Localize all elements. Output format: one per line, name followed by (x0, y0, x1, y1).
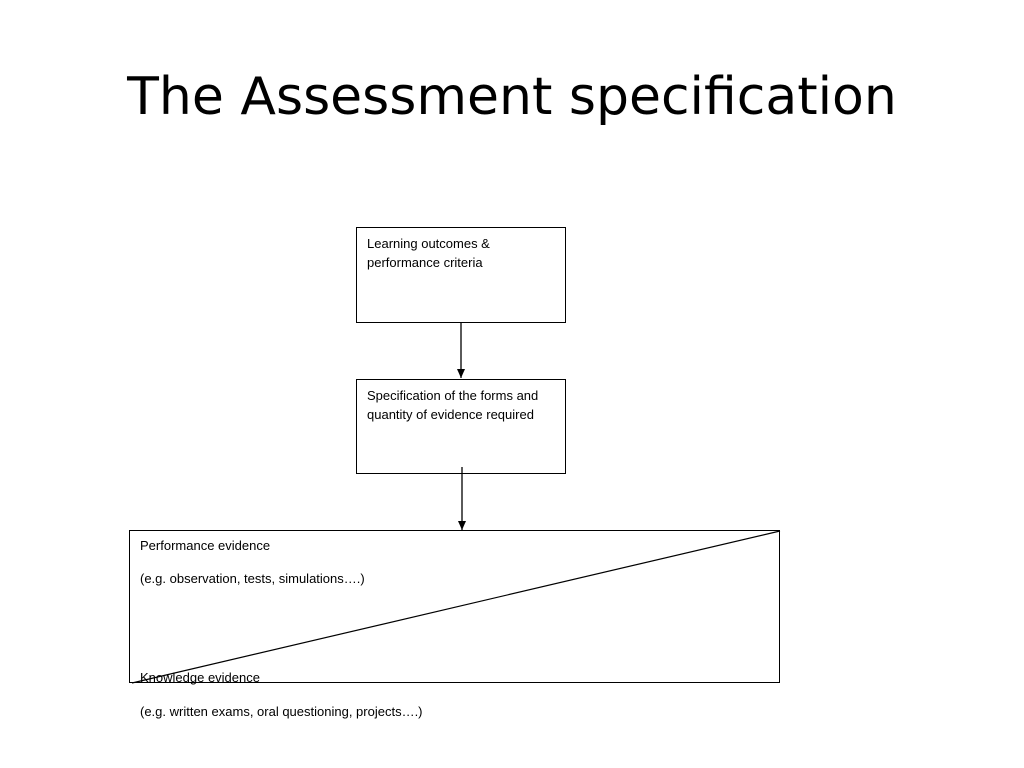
knowledge-evidence-examples: (e.g. written exams, oral questioning, p… (140, 704, 423, 719)
evidence-diagonal-divider (131, 530, 781, 684)
evidence-split-box (129, 530, 780, 683)
evidence-specification-box: Specification of the forms and quantity … (356, 379, 566, 474)
evidence-specification-label: Specification of the forms and quantity … (367, 388, 539, 422)
learning-outcomes-box: Learning outcomes & performance criteria (356, 227, 566, 323)
knowledge-evidence-title: Knowledge evidence (140, 670, 260, 685)
slide-title: The Assessment specification (127, 67, 897, 127)
performance-evidence-title: Performance evidence (140, 538, 271, 553)
performance-evidence-examples: (e.g. observation, tests, simulations….) (140, 571, 365, 586)
learning-outcomes-label: Learning outcomes & performance criteria (367, 236, 490, 270)
